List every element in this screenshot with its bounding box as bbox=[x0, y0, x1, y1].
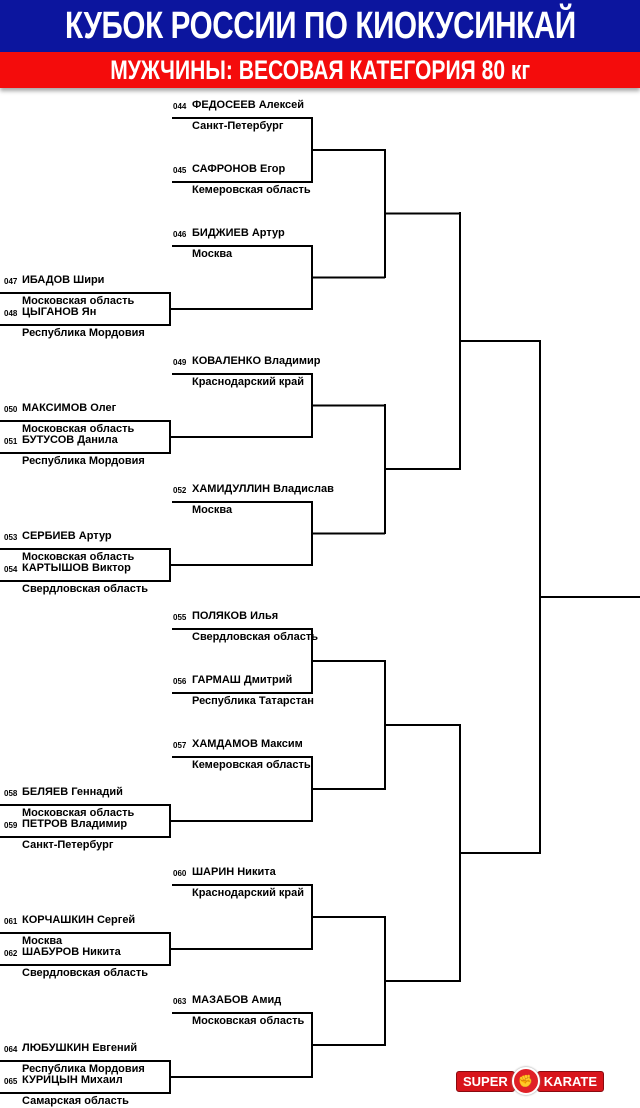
entry-name: КАРТЫШОВ Виктор bbox=[22, 562, 131, 574]
logo-text-left: SUPER bbox=[456, 1070, 515, 1092]
entry-number: 056 bbox=[173, 677, 187, 686]
entry-number: 045 bbox=[173, 166, 187, 175]
entry-region: Краснодарский край bbox=[192, 376, 305, 388]
entry-name: КУРИЦЫН Михаил bbox=[22, 1074, 123, 1086]
logo-text-right: KARATE bbox=[536, 1070, 604, 1092]
entry-number: 051 bbox=[4, 437, 18, 446]
entry-name: ПЕТРОВ Владимир bbox=[22, 818, 128, 830]
entry-region: Краснодарский край bbox=[192, 887, 305, 899]
entry-number: 055 bbox=[173, 613, 187, 622]
entry-number: 046 bbox=[173, 230, 187, 239]
entry-name: КОРЧАШКИН Сергей bbox=[22, 914, 136, 926]
subtitle-banner: МУЖЧИНЫ: ВЕСОВАЯ КАТЕГОРИЯ 80 кг bbox=[0, 52, 640, 88]
entry-name: МАКСИМОВ Олег bbox=[22, 402, 117, 414]
entry-region: Санкт-Петербург bbox=[22, 839, 114, 851]
subtitle: МУЖЧИНЫ: ВЕСОВАЯ КАТЕГОРИЯ 80 кг bbox=[110, 54, 530, 85]
entry-number: 065 bbox=[4, 1077, 18, 1086]
entry-number: 063 bbox=[173, 997, 187, 1006]
entry-region: Московская область bbox=[192, 1015, 305, 1027]
entry-region: Москва bbox=[192, 504, 233, 516]
entry-number: 054 bbox=[4, 565, 18, 574]
entry-name: ЛЮБУШКИН Евгений bbox=[22, 1042, 138, 1054]
entry-region: Свердловская область bbox=[22, 583, 148, 595]
entry-name: БИДЖИЕВ Артур bbox=[192, 227, 285, 239]
entry-region: Кемеровская область bbox=[192, 759, 311, 771]
entry-region: Свердловская область bbox=[22, 967, 148, 979]
entry-name: ХАМДАМОВ Максим bbox=[192, 738, 303, 750]
entry-number: 052 bbox=[173, 486, 187, 495]
entry-number: 047 bbox=[4, 277, 18, 286]
entry-region: Кемеровская область bbox=[192, 184, 311, 196]
entry-name: КОВАЛЕНКО Владимир bbox=[192, 355, 321, 367]
entry-region: Московская область bbox=[22, 423, 135, 435]
entry-region: Московская область bbox=[22, 551, 135, 563]
entry-name: ШАБУРОВ Никита bbox=[22, 946, 121, 958]
entry-number: 058 bbox=[4, 789, 18, 798]
entry-number: 060 bbox=[173, 869, 187, 878]
entry-number: 053 bbox=[4, 533, 18, 542]
entry-name: ХАМИДУЛЛИН Владислав bbox=[192, 483, 334, 495]
entry-number: 049 bbox=[173, 358, 187, 367]
entry-number: 064 bbox=[4, 1045, 18, 1054]
entry-number: 048 bbox=[4, 309, 18, 318]
entry-name: БУТУСОВ Данила bbox=[22, 434, 118, 446]
entry-name: ИБАДОВ Шири bbox=[22, 274, 105, 286]
entry-region: Республика Мордовия bbox=[22, 455, 145, 467]
entry-region: Республика Мордовия bbox=[22, 1063, 145, 1075]
entry-name: ШАРИН Никита bbox=[192, 866, 276, 878]
entry-name: ПОЛЯКОВ Илья bbox=[192, 610, 279, 622]
entry-region: Самарская область bbox=[22, 1095, 129, 1107]
entry-name: СЕРБИЕВ Артур bbox=[22, 530, 112, 542]
entry-name: ЦЫГАНОВ Ян bbox=[22, 306, 97, 318]
entry-number: 061 bbox=[4, 917, 18, 926]
fist-icon: ✊ bbox=[511, 1067, 540, 1095]
entry-name: САФРОНОВ Егор bbox=[192, 163, 286, 175]
entry-name: ГАРМАШ Дмитрий bbox=[192, 674, 293, 686]
entry-region: Республика Мордовия bbox=[22, 327, 145, 339]
entry-number: 050 bbox=[4, 405, 18, 414]
title: КУБОК РОССИИ ПО КИОКУСИНКАЙ bbox=[64, 4, 576, 47]
entry-number: 062 bbox=[4, 949, 18, 958]
title-banner: КУБОК РОССИИ ПО КИОКУСИНКАЙ bbox=[0, 0, 640, 52]
entry-region: Санкт-Петербург bbox=[192, 120, 284, 132]
entry-region: Свердловская область bbox=[192, 631, 318, 643]
entry-region: Москва bbox=[22, 935, 63, 947]
entry-region: Московская область bbox=[22, 807, 135, 819]
superkarate-logo: SUPER ✊ KARATE bbox=[456, 1067, 634, 1095]
entry-name: БЕЛЯЕВ Геннадий bbox=[22, 786, 123, 798]
entry-region: Республика Татарстан bbox=[192, 695, 314, 707]
entry-number: 059 bbox=[4, 821, 18, 830]
entry-number: 044 bbox=[173, 102, 187, 111]
entry-region: Москва bbox=[192, 248, 233, 260]
entry-number: 057 bbox=[173, 741, 187, 750]
entry-name: ФЕДОСЕЕВ Алексей bbox=[192, 99, 304, 111]
entry-region: Московская область bbox=[22, 295, 135, 307]
entry-name: МАЗАБОВ Амид bbox=[192, 994, 282, 1006]
